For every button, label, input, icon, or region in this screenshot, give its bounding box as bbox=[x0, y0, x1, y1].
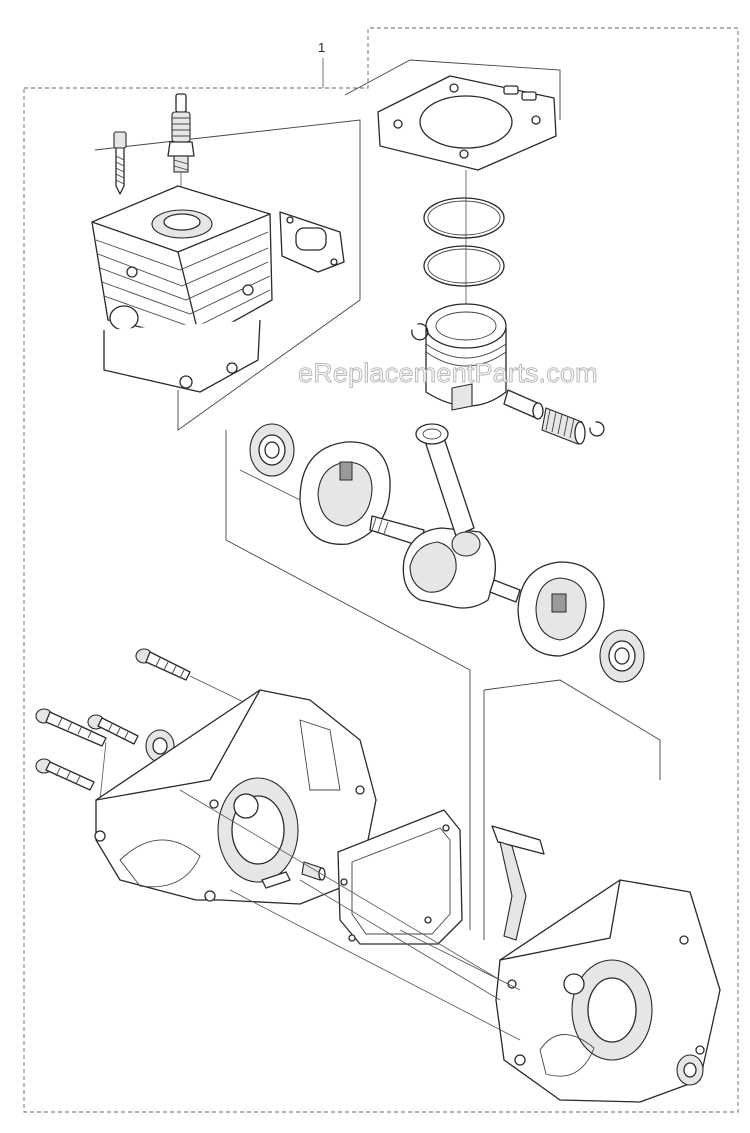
crankshaft-group-frame bbox=[225, 430, 471, 930]
piston-ring-upper[interactable] bbox=[423, 197, 505, 239]
assembly-boundary bbox=[23, 27, 739, 1113]
cylinder[interactable] bbox=[91, 185, 273, 393]
crankcase-screws[interactable] bbox=[35, 648, 191, 791]
crankshaft-bearing-left[interactable] bbox=[249, 423, 295, 477]
needle-bearing[interactable] bbox=[541, 407, 586, 445]
watermark: eReplacementParts.com bbox=[298, 358, 598, 389]
piston-group-frame bbox=[344, 59, 561, 120]
piston-group bbox=[344, 59, 605, 445]
oil-seal-right[interactable] bbox=[676, 1054, 704, 1086]
piston[interactable] bbox=[425, 303, 507, 411]
piston-pin-circlip-right[interactable] bbox=[589, 421, 605, 437]
crankshaft-group bbox=[225, 423, 661, 940]
piston-ring-lower[interactable] bbox=[423, 245, 505, 287]
crankcase-half-left[interactable] bbox=[94, 689, 377, 905]
cylinder-screw[interactable] bbox=[113, 131, 127, 195]
crankshaft-bearing-right[interactable] bbox=[599, 629, 645, 683]
callout-label: 1 bbox=[318, 40, 326, 55]
flywheel-half-left[interactable] bbox=[299, 441, 391, 545]
crankcase-half-right[interactable] bbox=[495, 879, 721, 1103]
crankcase-group bbox=[35, 648, 721, 1103]
cylinder-group bbox=[91, 93, 361, 431]
exhaust-gasket[interactable] bbox=[279, 211, 345, 273]
crankcase-gasket[interactable] bbox=[337, 809, 463, 945]
piston-pin-circlip-left[interactable] bbox=[411, 323, 429, 341]
spark-plug[interactable] bbox=[167, 93, 195, 205]
piston-pin[interactable] bbox=[503, 389, 544, 420]
alignment-leaders bbox=[179, 789, 521, 1041]
decompression-bracket[interactable] bbox=[491, 825, 545, 941]
flywheel-half-right[interactable] bbox=[517, 561, 605, 657]
crankshaft-connecting-rod[interactable] bbox=[369, 423, 521, 609]
cylinder-group-frame bbox=[94, 119, 361, 431]
cylinder-base-gasket[interactable] bbox=[377, 75, 557, 171]
